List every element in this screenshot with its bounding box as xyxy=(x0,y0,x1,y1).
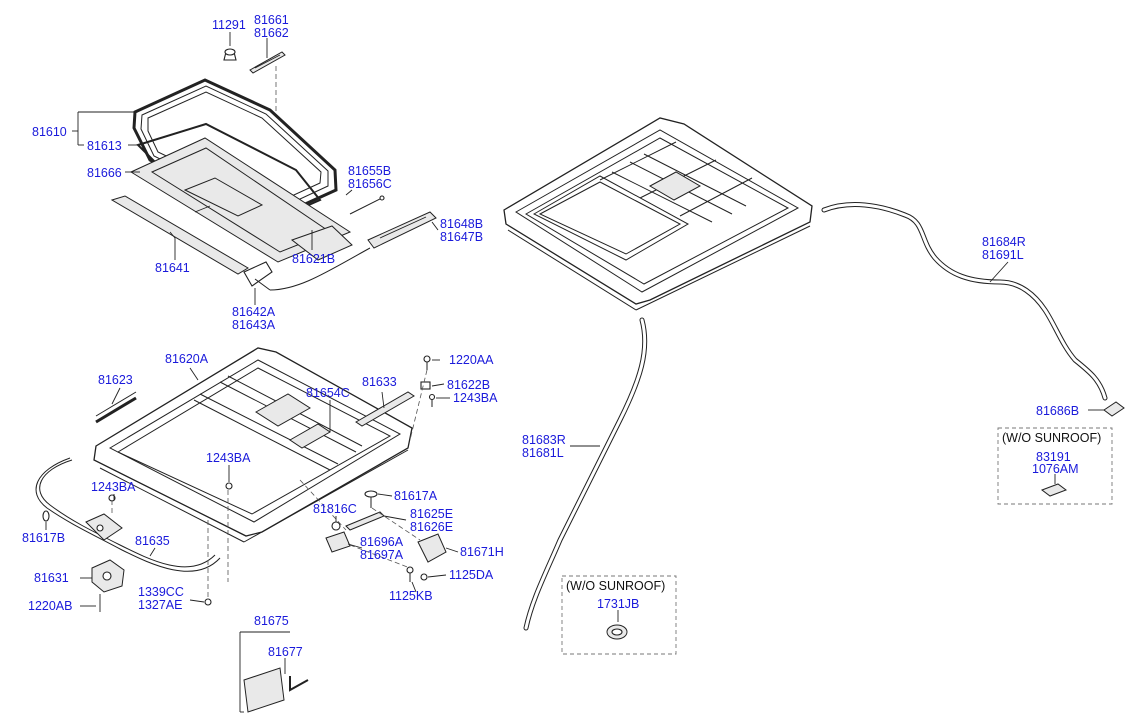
label-1125da: 1125DA xyxy=(449,568,494,582)
glass-panel-81610-part xyxy=(132,78,338,222)
hex-wrench-81677-part xyxy=(289,676,309,692)
screw-81617a-part xyxy=(364,490,378,508)
label-81631: 81631 xyxy=(34,571,69,585)
label-81686b: 81686B xyxy=(1036,404,1079,418)
wo-sunroof-box-right xyxy=(997,427,1113,505)
frame-assembly-group xyxy=(35,347,459,612)
strip-81623-part xyxy=(95,396,137,424)
note-wo-sunroof-bottom: (W/O SUNROOF) xyxy=(566,579,665,593)
label-81642a: 81642A xyxy=(232,305,276,319)
label-81625e: 81625E xyxy=(410,507,453,521)
clip-81622b-part xyxy=(420,381,431,390)
label-1339cc: 1339CC xyxy=(138,585,184,599)
label-81617a: 81617A xyxy=(394,489,438,503)
tool-bag-81675-part xyxy=(243,667,285,713)
strip-81633-part xyxy=(355,391,415,427)
label-1327ae: 1327AE xyxy=(138,598,182,612)
part-number-labels: 11291 81661 81662 81610 81613 81666 8165… xyxy=(22,13,1101,659)
label-81656c: 81656C xyxy=(348,177,392,191)
label-81681l: 81681L xyxy=(522,446,564,460)
label-81633: 81633 xyxy=(362,375,397,389)
note-wo-sunroof-right: (W/O SUNROOF) xyxy=(1002,431,1101,445)
label-81671h: 81671H xyxy=(460,545,504,559)
grommet-81686b-part xyxy=(1103,401,1125,417)
rail-81648b-part xyxy=(367,211,437,249)
label-1243ba-mid: 1243BA xyxy=(206,451,251,465)
label-1125kb: 1125KB xyxy=(389,589,433,603)
screw-1220aa-part xyxy=(423,355,431,370)
label-81617b: 81617B xyxy=(22,531,65,545)
label-81691l: 81691L xyxy=(982,248,1024,262)
drain-hose-81683r-part xyxy=(523,317,648,631)
clip-81816c-part xyxy=(331,521,341,531)
label-81623: 81623 xyxy=(98,373,133,387)
deflector-strip-part xyxy=(249,51,286,74)
sunshade-strip-part xyxy=(110,195,249,275)
label-1731jb: 1731JB xyxy=(597,597,639,611)
bracket-81696a-part xyxy=(325,531,351,553)
motor-81631-part xyxy=(91,559,125,593)
motor-bracket-part xyxy=(85,513,123,541)
label-81696a: 81696A xyxy=(360,535,404,549)
plug-83191-part xyxy=(1040,483,1068,497)
roof-frame-group xyxy=(503,117,813,311)
glass-assembly-group xyxy=(72,32,439,305)
label-81613: 81613 xyxy=(87,139,122,153)
label-81677: 81677 xyxy=(268,645,303,659)
label-1220ab: 1220AB xyxy=(28,599,72,613)
label-81666: 81666 xyxy=(87,166,122,180)
screw-1243ba-right-part xyxy=(428,393,436,407)
label-81662: 81662 xyxy=(254,26,289,40)
label-81620a: 81620A xyxy=(165,352,209,366)
label-81675: 81675 xyxy=(254,614,289,628)
label-1220aa: 1220AA xyxy=(449,353,494,367)
label-1243ba-left: 1243BA xyxy=(91,480,136,494)
label-1076am: 1076AM xyxy=(1032,462,1079,476)
label-83191: 83191 xyxy=(1036,450,1071,464)
label-1243ba-right: 1243BA xyxy=(453,391,498,405)
bracket-81621b-part xyxy=(290,225,353,261)
label-81661: 81661 xyxy=(254,13,289,27)
label-81697a: 81697A xyxy=(360,548,404,562)
clip-11291-part xyxy=(223,48,237,61)
clip-1339cc-part xyxy=(204,598,212,606)
label-81655b: 81655B xyxy=(348,164,391,178)
label-81648b: 81648B xyxy=(440,217,483,231)
label-81621b: 81621B xyxy=(292,252,335,266)
label-11291: 11291 xyxy=(212,18,246,32)
cable-81635-part xyxy=(39,459,216,568)
grommet-81617b-part xyxy=(42,510,50,522)
cable-81655b-part xyxy=(349,197,383,215)
screw-1243ba-mid-part xyxy=(225,482,233,490)
label-81643a: 81643A xyxy=(232,318,276,332)
label-81683r: 81683R xyxy=(522,433,566,447)
label-81626e: 81626E xyxy=(410,520,453,534)
tool-kit-group xyxy=(239,631,309,713)
label-81816c: 81816C xyxy=(313,502,357,516)
label-81647b: 81647B xyxy=(440,230,483,244)
label-81684r: 81684R xyxy=(982,235,1026,249)
bolt-1125kb-part xyxy=(406,566,414,582)
label-81641: 81641 xyxy=(155,261,190,275)
label-81635: 81635 xyxy=(135,534,170,548)
label-81654c: 81654C xyxy=(306,386,350,400)
bracket-81642a-part xyxy=(243,261,273,291)
label-81622b: 81622B xyxy=(447,378,490,392)
nut-1125da-part xyxy=(420,573,428,581)
bracket-81671h-part xyxy=(417,533,447,563)
label-81610: 81610 xyxy=(32,125,67,139)
drain-hose-81684r-part xyxy=(821,202,1108,401)
wo-sunroof-box-bottom xyxy=(561,575,677,655)
glass-inner-frame-part xyxy=(129,137,352,263)
